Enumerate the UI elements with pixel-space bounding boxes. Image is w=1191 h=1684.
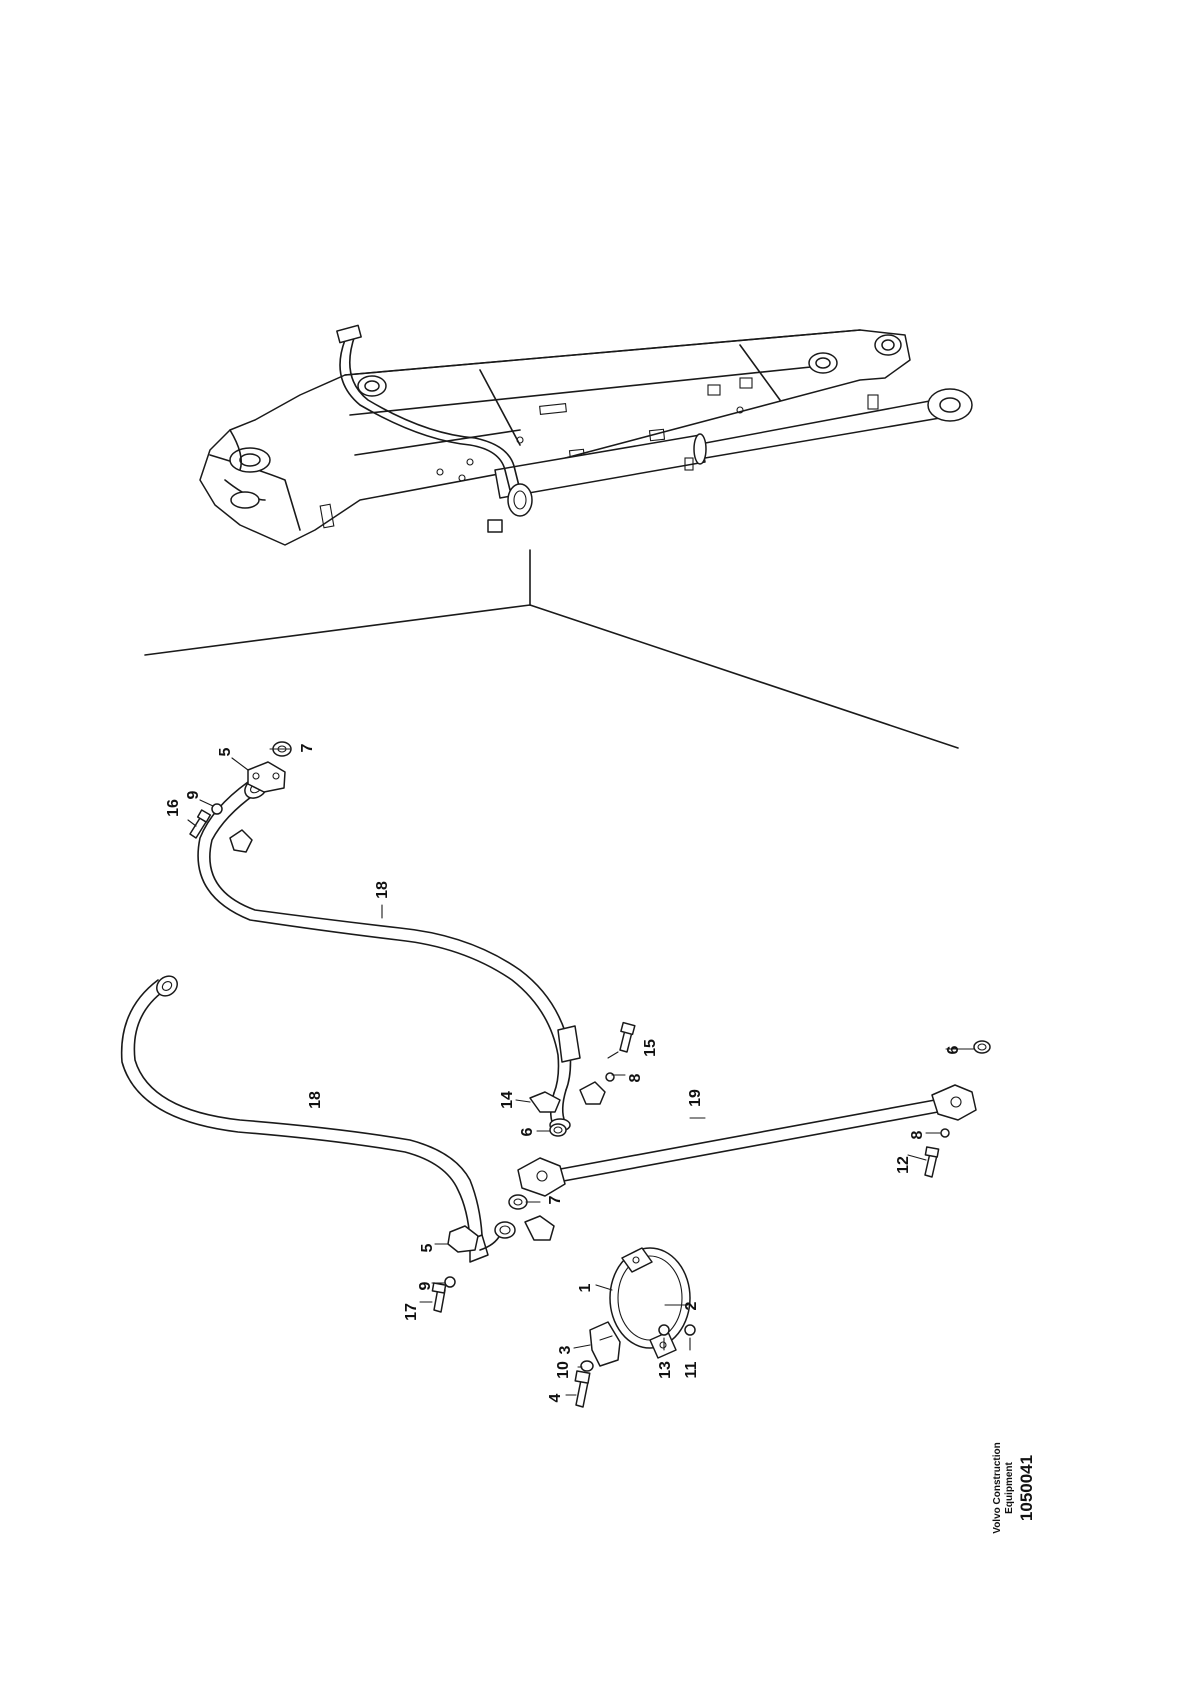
callout-6-mid: 6 bbox=[519, 1127, 536, 1136]
caption-figure-number: 1050041 bbox=[1017, 1455, 1036, 1521]
callout-6-right: 6 bbox=[945, 1045, 962, 1054]
callout-11: 11 bbox=[683, 1361, 700, 1378]
caption-company: Volvo Construction bbox=[992, 1442, 1003, 1533]
hose-18-upper bbox=[197, 777, 581, 1132]
clamp-assembly bbox=[574, 1247, 696, 1408]
callout-14: 14 bbox=[499, 1091, 516, 1109]
callout-9-lower: 9 bbox=[417, 1281, 434, 1290]
callout-4: 4 bbox=[547, 1393, 564, 1402]
hose-18-lower bbox=[120, 975, 516, 1263]
callout-18-lower: 18 bbox=[307, 1091, 324, 1109]
callout-7: 7 bbox=[299, 743, 316, 752]
callout-labels: 5 7 9 16 18 18 15 8 14 6 19 6 8 12 7 5 9… bbox=[165, 743, 962, 1402]
callout-leaders bbox=[187, 748, 975, 1396]
callout-1: 1 bbox=[577, 1283, 594, 1292]
callout-5-lower: 5 bbox=[419, 1243, 436, 1252]
detail-leader-lines bbox=[144, 549, 959, 749]
callout-19: 19 bbox=[687, 1089, 704, 1107]
upper-hose-fittings bbox=[189, 741, 292, 853]
caption-block: Volvo Construction Equipment 1050041 bbox=[992, 1442, 1036, 1533]
callout-9: 9 bbox=[185, 790, 202, 799]
callout-8-right: 8 bbox=[909, 1130, 926, 1139]
callout-2: 2 bbox=[683, 1301, 700, 1310]
callout-7-mid: 7 bbox=[547, 1195, 564, 1204]
callout-15: 15 bbox=[642, 1039, 659, 1057]
callout-13: 13 bbox=[657, 1361, 674, 1379]
callout-5: 5 bbox=[217, 747, 234, 756]
callout-12: 12 bbox=[895, 1156, 912, 1174]
callout-18-upper: 18 bbox=[374, 881, 391, 899]
tube-19 bbox=[517, 1040, 991, 1197]
caption-company-line2: Equipment bbox=[1004, 1462, 1015, 1514]
callout-10: 10 bbox=[555, 1361, 572, 1379]
callout-3: 3 bbox=[557, 1345, 574, 1354]
callout-17: 17 bbox=[403, 1303, 420, 1321]
boom-assembly bbox=[199, 324, 973, 546]
callout-16: 16 bbox=[165, 799, 182, 817]
callout-8-mid: 8 bbox=[627, 1073, 644, 1082]
